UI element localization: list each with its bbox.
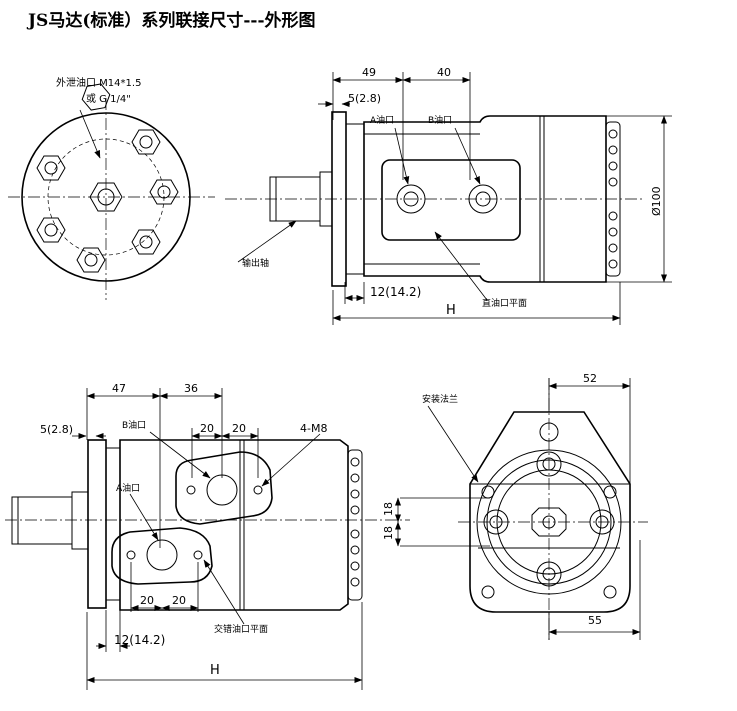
dim-20-upper-left: 20 xyxy=(200,422,214,435)
side-top-port-a-label: A油口 xyxy=(370,114,394,126)
dim-20-lower-left: 20 xyxy=(140,594,154,607)
dim-36: 36 xyxy=(184,382,198,395)
side-top-port-b-label: B油口 xyxy=(428,114,452,126)
dim-5-bottom: 5(2.8) xyxy=(40,423,73,436)
dim-18-upper: 18 xyxy=(382,502,395,516)
dim-40: 40 xyxy=(437,66,451,79)
dim-12-bottom: 12(14.2) xyxy=(114,633,165,647)
dim-5: 5(2.8) xyxy=(348,92,381,105)
mount-flange-label: 安装法兰 xyxy=(422,393,458,405)
bolt-4-m8-label: 4-M8 xyxy=(300,422,327,435)
dim-h-bottom: H xyxy=(210,663,220,678)
dim-49: 49 xyxy=(362,66,376,79)
straight-port-face-label: 直油口平面 xyxy=(482,297,527,309)
flange-view: 52 安装法兰 18 18 55 xyxy=(382,372,648,640)
dim-20-upper-right: 20 xyxy=(232,422,246,435)
end-cap-bolt-heads xyxy=(608,129,618,269)
dim-18-lower: 18 xyxy=(382,526,395,540)
front-view: 外泄油口 M14*1.5 或 G 1/4" xyxy=(8,76,215,300)
output-shaft-label: 输出轴 xyxy=(242,257,269,269)
side-bottom-port-b-label: B油口 xyxy=(122,419,146,431)
front-bolts xyxy=(36,83,179,273)
dim-55: 55 xyxy=(588,614,602,627)
dim-h-top: H xyxy=(446,303,456,318)
page-title: JS马达(标准）系列联接尺寸---外形图 xyxy=(28,11,316,31)
dim-47: 47 xyxy=(112,382,126,395)
bottom-end-cap-bolts xyxy=(350,457,360,587)
drain-port-callout-alt: 或 G 1/4" xyxy=(86,93,131,105)
dim-20-lower-right: 20 xyxy=(172,594,186,607)
side-bottom-port-a-label: A油口 xyxy=(116,482,140,494)
drain-port-callout: 外泄油口 M14*1.5 xyxy=(56,76,141,89)
side-view-top: 49 40 5(2.8) A油 xyxy=(225,66,672,325)
side-view-bottom: 47 36 5(2.8) xyxy=(5,382,410,690)
dim-dia-100: Ø100 xyxy=(650,186,663,216)
dim-12: 12(14.2) xyxy=(370,285,421,299)
dim-52: 52 xyxy=(583,372,597,385)
cross-port-face-label: 交错油口平面 xyxy=(214,623,268,635)
